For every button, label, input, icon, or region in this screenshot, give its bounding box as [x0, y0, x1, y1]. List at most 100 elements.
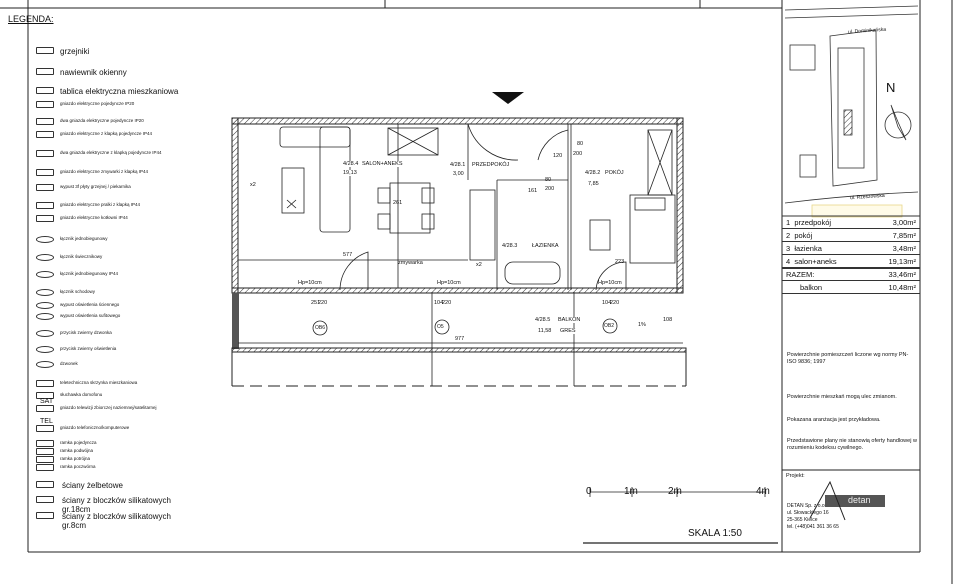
d577-label: 577: [343, 252, 353, 258]
x2b-label: x2: [476, 262, 482, 268]
legend-symbol-icon: [36, 392, 54, 399]
d977-label: 977: [455, 336, 465, 342]
site-map: [784, 5, 919, 218]
phone: tel. (+48)041 361 36 65: [787, 524, 839, 530]
legend-item: wypust oświetlenia sufitowego: [60, 313, 121, 318]
legend-item: łącznik jednobiegunowy: [60, 236, 108, 241]
note: Powierzchnie mieszkań mogą ulec zmianom.: [787, 394, 897, 400]
w1a-label: 251: [311, 300, 321, 306]
legend-item: gniazdo elektryczne pojedyncze IP20: [60, 101, 135, 106]
legend-symbol-icon: [36, 448, 54, 455]
legend-item: dzwonek: [60, 361, 78, 366]
legend-item: gniazdo elektryczne zmywarki z klapką IP…: [60, 169, 149, 174]
w2a-label: 104: [434, 300, 444, 306]
legend-symbol-icon: [36, 215, 54, 222]
legend-symbol-icon: [36, 440, 54, 447]
legend-item: ściany z bloczków silikatowych gr.8cm: [62, 512, 171, 530]
legend-item: ściany z bloczków silikatowych gr.18cm: [62, 496, 171, 514]
logo: [825, 495, 885, 507]
w3a-label: 104: [602, 300, 612, 306]
legend-symbol-icon: [36, 254, 54, 261]
legend-item: nawiewnik okienny: [60, 68, 127, 77]
legend-item: ramka potrójna: [60, 456, 91, 461]
total-row: RAZEM:33,46m²: [782, 268, 920, 281]
legend-symbol-icon: [36, 150, 54, 157]
legend-item: łącznik schodowy: [60, 289, 96, 294]
w3b-label: 220: [610, 300, 620, 306]
legend-title: LEGENDA:: [8, 14, 54, 24]
legend-item: ramka poczwórna: [60, 464, 96, 469]
legend-item: wypust 3f płyty grzejnej / piekarnika: [60, 184, 131, 189]
legend-symbol-icon: [36, 456, 54, 463]
legend-symbol-icon: [36, 87, 54, 94]
legend-symbol-icon: [36, 169, 54, 176]
street: ul. Słowackiego 16: [787, 510, 829, 516]
legend-symbol-icon: [36, 302, 54, 309]
legend-symbol-icon: [36, 101, 54, 108]
zmyw-label: zmywarka: [398, 260, 423, 266]
room-area: 3,48m²: [892, 243, 916, 253]
legend-item: słuchawka domofonu: [60, 392, 103, 397]
lazienka-code-label: 4/28.3: [502, 243, 518, 249]
salon-code-label: 4/28.4: [343, 161, 359, 167]
legend-symbol-icon: [36, 202, 54, 209]
hp2-label: Hp=10cm: [437, 280, 461, 286]
legend-symbol-icon: [36, 118, 54, 125]
legend-item: teletechniczna skrzynka mieszkaniowa: [60, 380, 138, 385]
salon-area-label: 19,13: [343, 170, 357, 176]
company: DETAN Sp. z o.o: [787, 503, 825, 509]
legend-symbol-icon: [36, 236, 54, 243]
legend-item: wypust oświetlenia ściennego: [60, 302, 120, 307]
room-name: 1 przedpokój: [786, 217, 832, 227]
hp1-label: Hp=10cm: [298, 280, 322, 286]
door2h-label: 200: [545, 186, 555, 192]
legend-symbol-icon: [36, 131, 54, 138]
north-label: N: [886, 80, 896, 95]
legend-symbol-icon: [36, 496, 54, 503]
legend-item: łącznik jednobiegunowy IP44: [60, 271, 119, 276]
legend-item: gniazdo telewizji zbiorczej naziemnej/sa…: [60, 405, 157, 410]
d161-label: 161: [528, 188, 538, 194]
pokoj-code-label: 4/28.2: [585, 170, 601, 176]
city: 25-365 Kielce: [787, 517, 818, 523]
room-name: 2 pokój: [786, 230, 813, 240]
legend-symbol-icon: [36, 346, 54, 353]
room-area: 7,85m²: [892, 230, 916, 240]
balkon-area-label: 11,58: [538, 328, 552, 334]
legend-item: tablica elektryczna mieszkaniowa: [60, 87, 179, 96]
legend-item: ściany żelbetowe: [62, 481, 123, 490]
legend-symbol-icon: [36, 271, 54, 278]
balcony-label: balkon: [800, 282, 823, 292]
legend-symbol-icon: [36, 68, 54, 75]
salon-label: SALON+ANEKS: [362, 161, 403, 167]
przed-area-label: 3,00: [453, 171, 464, 177]
legend-item: ramka pojedyncza: [60, 440, 97, 445]
legend-item: gniazdo elektryczne z klapką pojedyncze …: [60, 131, 153, 136]
total-area: 33,46m²: [888, 270, 916, 279]
legend-item: przycisk zwierny dzwonka: [60, 330, 112, 335]
door2-label: 80: [545, 177, 552, 183]
balkon-code-label: 4/28.5: [535, 317, 551, 323]
balkon-label: BALKON: [558, 317, 581, 323]
legend-symbol-icon: [36, 464, 54, 471]
przed-label: PRZEDPOKÓJ: [472, 162, 510, 168]
pokoj-label: POKÓJ: [605, 170, 624, 176]
legend-symbol-icon: [36, 184, 54, 191]
scale-tick: 1m: [624, 486, 638, 497]
logo-text: detan: [848, 495, 871, 505]
scale-tick: 2m: [668, 486, 682, 497]
legend-symbol-icon: [36, 425, 54, 432]
balkon-floor-label: GRES: [560, 328, 576, 334]
legend-symbol-icon: [36, 47, 54, 54]
room-area: 3,00m²: [892, 217, 916, 227]
pokoj-area-label: 7,85: [588, 181, 599, 187]
legend-item: dwa gniazda elektryczne z klapką pojedyn…: [60, 150, 162, 155]
room-row: 2 pokój 7,85m²: [782, 229, 920, 242]
d223-label: 223: [615, 259, 625, 265]
legend-symbol-icon: [36, 330, 54, 337]
legend-symbol-icon: [36, 361, 54, 368]
